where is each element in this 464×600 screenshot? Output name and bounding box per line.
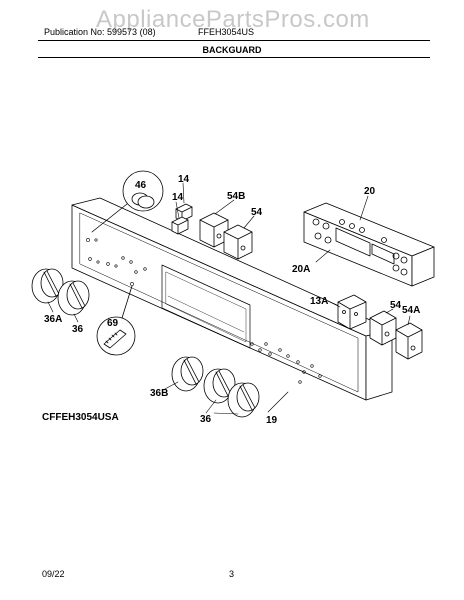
figure-code: CFFEH3054USA xyxy=(42,412,119,423)
callout-19: 19 xyxy=(266,415,278,426)
model-number: FFEH3054US xyxy=(198,27,255,37)
switch-14-upper xyxy=(175,203,193,222)
knob-36-right-b xyxy=(227,382,260,418)
callout-14-lower: 14 xyxy=(172,192,184,203)
callout-54b: 54B xyxy=(227,191,245,202)
callout-13a: 13A xyxy=(310,296,328,307)
knob-36b xyxy=(171,356,204,392)
callout-54-lower: 54 xyxy=(390,300,402,311)
callout-54a: 54A xyxy=(402,305,420,316)
electronic-control-20 xyxy=(303,202,435,287)
callout-36b: 36B xyxy=(150,388,168,399)
detail-circle-46 xyxy=(91,170,164,233)
knob-36a xyxy=(31,268,64,304)
leader-lines xyxy=(47,182,411,415)
footer-date: 09/22 xyxy=(42,569,65,579)
callout-14-upper: 14 xyxy=(178,174,190,185)
callout-69: 69 xyxy=(107,318,119,329)
callout-54-upper: 54 xyxy=(251,207,263,218)
knob-36-right-a xyxy=(203,368,236,404)
page-number: 3 xyxy=(229,569,235,579)
control-54a xyxy=(395,322,423,360)
switch-14-lower xyxy=(171,216,189,235)
control-13a xyxy=(337,294,367,330)
callout-20a: 20A xyxy=(292,264,310,275)
section-title: BACKGUARD xyxy=(202,45,262,55)
callout-36-left: 36 xyxy=(72,324,84,335)
control-54-upper xyxy=(223,224,253,260)
watermark: AppliancePartsPros.com xyxy=(96,6,370,33)
callout-36a: 36A xyxy=(44,314,62,325)
detail-circle-69 xyxy=(96,285,136,356)
header-rule xyxy=(38,40,430,41)
callout-20: 20 xyxy=(364,186,376,197)
control-54-lower xyxy=(369,310,397,346)
title-rule xyxy=(38,57,430,58)
knob-36-left xyxy=(57,280,90,316)
publication-number: Publication No: 599573 (08) xyxy=(44,27,156,37)
callout-46: 46 xyxy=(135,180,147,191)
callout-36-right: 36 xyxy=(200,414,212,425)
